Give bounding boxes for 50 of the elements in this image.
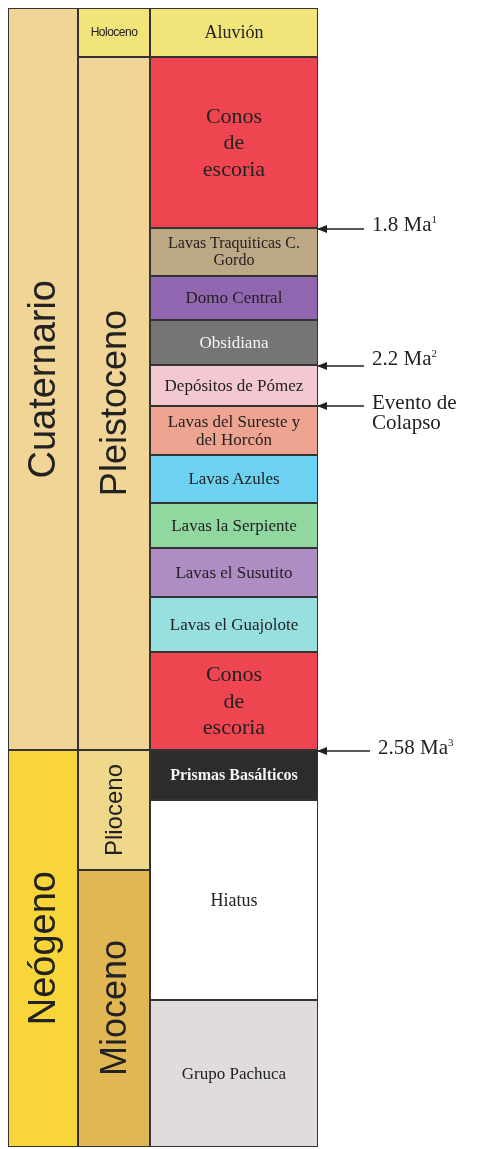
stratum-band bbox=[150, 503, 318, 548]
arrow bbox=[317, 362, 365, 370]
age-label: Evento de Colapso bbox=[372, 393, 484, 433]
stratum-band bbox=[150, 320, 318, 365]
arrow bbox=[317, 747, 371, 755]
period-label: Plioceno bbox=[101, 763, 127, 857]
arrow bbox=[317, 402, 365, 410]
stratum-label: Aluvión bbox=[204, 23, 264, 42]
period-label: Holoceno bbox=[90, 26, 138, 39]
stratum-band bbox=[150, 455, 318, 503]
stratum-band bbox=[150, 750, 318, 800]
stratum-label: Hiatus bbox=[210, 890, 258, 910]
stratum-band bbox=[150, 8, 318, 57]
stratum-band bbox=[150, 652, 318, 750]
stratum-label: Lavas el Guajolote bbox=[169, 615, 299, 634]
age-label: 1.8 Ma$^{1}$ bbox=[372, 214, 437, 235]
stratum-label: Lavas la Serpiente bbox=[171, 516, 297, 535]
stratum-label: Lavas del Sureste y del Horcón bbox=[166, 412, 302, 449]
period-band bbox=[78, 750, 150, 870]
age-label: 2.2 Ma$^{2}$ bbox=[372, 348, 437, 369]
period-label: Mioceno bbox=[95, 940, 133, 1077]
stratum-band bbox=[150, 800, 318, 1000]
period-band bbox=[78, 57, 150, 750]
stratum-band bbox=[150, 1000, 318, 1147]
stratum-label: Lavas Traquiticas C. Gordo bbox=[167, 235, 301, 269]
stratum-band bbox=[150, 548, 318, 597]
stratum-label: Prismas Basálticos bbox=[170, 766, 298, 784]
stratum-label: Lavas el Susutito bbox=[175, 563, 293, 582]
stratum-label: Depósitos de Pómez bbox=[164, 376, 304, 395]
stratum-label: Domo Central bbox=[185, 289, 283, 307]
stratum-band bbox=[150, 57, 318, 228]
period-band bbox=[78, 870, 150, 1147]
period-label: Neógeno bbox=[23, 871, 63, 1026]
arrow bbox=[317, 225, 365, 233]
stratum-label: Grupo Pachuca bbox=[181, 1064, 287, 1083]
period-band bbox=[8, 8, 78, 750]
stratum-band bbox=[150, 406, 318, 455]
stratum-label: Obsidiana bbox=[199, 333, 269, 352]
period-band bbox=[78, 8, 150, 57]
stratum-band bbox=[150, 597, 318, 652]
age-label: 2.58 Ma$^{3}$ bbox=[378, 737, 489, 758]
period-label: Pleistoceno bbox=[95, 310, 133, 497]
period-band bbox=[8, 750, 78, 1147]
stratum-label: Conos de escoria bbox=[201, 102, 267, 183]
stratum-band bbox=[150, 365, 318, 406]
stratum-label: Conos de escoria bbox=[201, 661, 267, 741]
stratum-label: Lavas Azules bbox=[188, 470, 280, 488]
period-label: Cuaternario bbox=[23, 279, 63, 479]
stratum-band bbox=[150, 276, 318, 320]
stratum-band bbox=[150, 228, 318, 276]
